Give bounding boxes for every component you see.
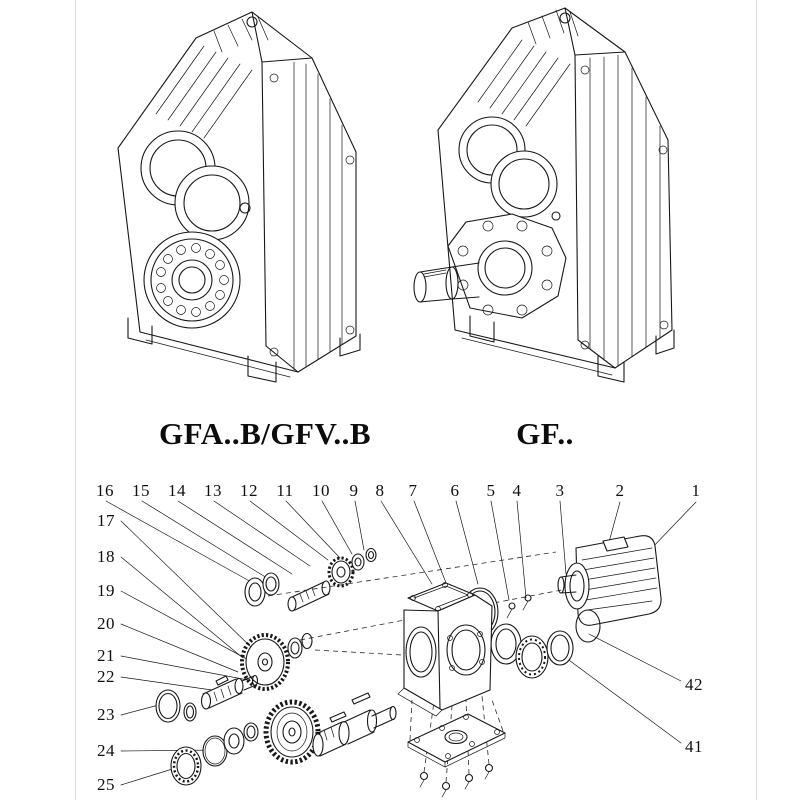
- part-number: 19: [97, 581, 115, 600]
- part-number: 16: [96, 481, 114, 500]
- part-number: 22: [97, 667, 115, 686]
- gearbox-gf-drawing: [413, 7, 675, 383]
- part-number: 3: [555, 481, 565, 500]
- part-number: 25: [97, 775, 115, 794]
- part-number: 5: [486, 481, 496, 500]
- part-number: 20: [97, 614, 115, 633]
- part-number: 23: [97, 705, 115, 724]
- part-number: 2: [615, 481, 625, 500]
- part-number: 24: [97, 741, 115, 760]
- intermediate-gear-parts: [183, 632, 313, 722]
- part-number: 11: [276, 481, 294, 500]
- part-number: 8: [375, 481, 385, 500]
- cover-screws: [506, 594, 532, 619]
- part-number: 18: [97, 547, 115, 566]
- input-shaft-small-parts: [244, 547, 377, 612]
- part-number: 21: [97, 646, 115, 665]
- model-label-gf: GF..: [516, 416, 574, 451]
- part-number: 9: [349, 481, 359, 500]
- part-number: 14: [168, 481, 186, 500]
- part-number: 6: [450, 481, 460, 500]
- output-gear-part: [263, 699, 321, 765]
- stepped-shaft-part: [312, 692, 397, 757]
- part-number: 15: [132, 481, 150, 500]
- page-edge-lines: [75, 0, 757, 800]
- output-shaft: [413, 262, 480, 303]
- part-number: 41: [685, 737, 703, 756]
- housing-part: [397, 582, 493, 717]
- part-number: 12: [240, 481, 258, 500]
- part-number: 7: [408, 481, 418, 500]
- flange-bolt-circle: [457, 220, 553, 316]
- part-number: 10: [312, 481, 330, 500]
- exploded-parts-diagram: [105, 500, 697, 798]
- part-number: 13: [204, 481, 222, 500]
- cover-plate-part: [407, 713, 506, 798]
- motor-part: [557, 535, 662, 626]
- model-label-gfab-gfvb: GFA..B/GFV..B: [158, 416, 372, 451]
- rosette-bolt-circle: [156, 243, 229, 317]
- seal-and-bearing-parts: [155, 689, 259, 786]
- part-number: 4: [512, 481, 522, 500]
- part-number: 42: [685, 675, 703, 694]
- part-number: 17: [97, 511, 115, 530]
- leader-lines: [105, 500, 697, 786]
- part-number: 1: [691, 481, 701, 500]
- gearbox-gfab-gfvb-drawing: [117, 11, 361, 383]
